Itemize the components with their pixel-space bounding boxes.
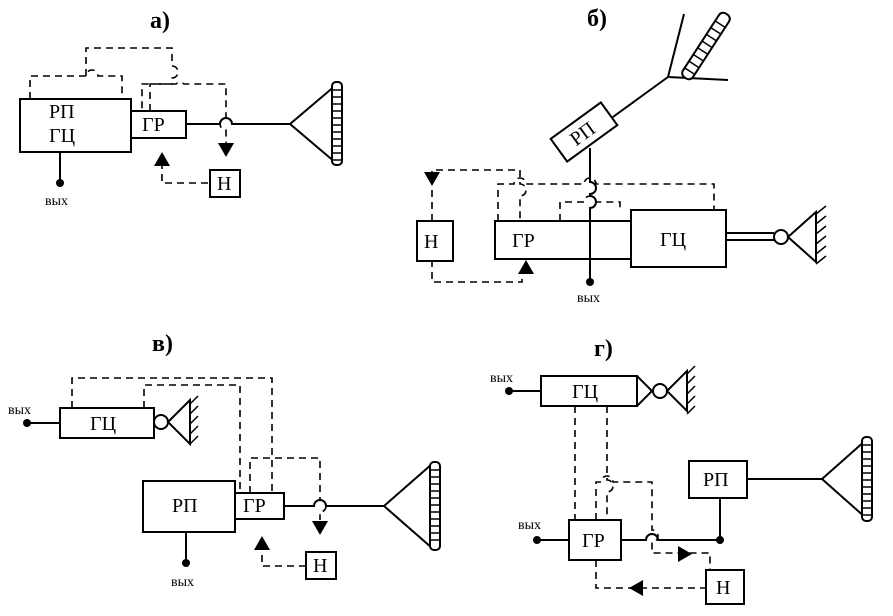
diagram-b-n-box bbox=[416, 220, 454, 262]
diagram-v-gc-box bbox=[59, 407, 155, 439]
diagram-b-rp-box: РП bbox=[549, 101, 619, 163]
diagram-v-n-box bbox=[305, 551, 337, 580]
diagram-b: б) РП вых bbox=[416, 6, 827, 306]
diagram-a: а) РП ГЦ ГР Н вы bbox=[19, 8, 343, 209]
diagram-g-rp-label: РП bbox=[703, 469, 729, 491]
diagram-v-shaft bbox=[284, 499, 384, 507]
diagram-g-wall bbox=[686, 365, 696, 415]
diagram-v-out-left-label: вых bbox=[8, 403, 31, 418]
diagram-v-wall bbox=[189, 395, 199, 445]
diagram-a-dash-4 bbox=[161, 160, 208, 184]
diagram-b-pivot bbox=[773, 229, 789, 245]
diagram-g-n-label: Н bbox=[716, 577, 730, 599]
diagram-b-rod bbox=[726, 232, 774, 241]
diagram-a-rp-gc-box bbox=[19, 98, 132, 153]
diagram-v-rp-label: РП bbox=[172, 495, 198, 517]
diagram-b-dash-3 bbox=[559, 195, 621, 221]
diagram-b-dash-1 bbox=[431, 169, 527, 221]
diagram-g-arrow-right bbox=[678, 546, 692, 562]
diagram-v-dash-4 bbox=[261, 548, 306, 567]
diagram-g-dash-4 bbox=[595, 560, 706, 589]
diagram-g-arrow-left bbox=[629, 580, 643, 596]
diagram-v-arrow-down bbox=[312, 521, 328, 535]
diagram-a-gr-label: ГР bbox=[142, 114, 165, 136]
diagram-b-dash-4 bbox=[431, 260, 523, 283]
diagram-b-n-label: Н bbox=[424, 231, 438, 253]
diagram-v-mount bbox=[166, 397, 191, 447]
diagram-b-antenna-arm bbox=[605, 76, 669, 123]
diagram-a-gr-box bbox=[130, 110, 187, 139]
diagram-b-gc-box bbox=[630, 209, 727, 268]
diagram-b-mount bbox=[786, 209, 817, 265]
diagram-a-out-dot bbox=[56, 179, 64, 187]
diagram-v-title: в) bbox=[152, 331, 173, 357]
diagram-a-n-box bbox=[209, 169, 241, 198]
diagram-g-title: г) bbox=[594, 336, 613, 362]
diagram-g-gr-box bbox=[568, 519, 622, 561]
diagram-v-out-bottom-dot bbox=[182, 559, 190, 567]
diagram-v-antenna bbox=[383, 461, 441, 551]
diagram-g-gr-label: ГР bbox=[582, 530, 605, 552]
diagram-v-arrow-up bbox=[254, 536, 270, 550]
diagram-v-n-label: Н bbox=[313, 555, 327, 577]
diagram-v-dash-2 bbox=[143, 384, 241, 493]
diagram-b-gr-box bbox=[494, 220, 632, 260]
diagram-a-arrow-down bbox=[218, 143, 234, 157]
diagram-g-out-left-label: вых bbox=[518, 518, 541, 533]
diagram-v-dash-3 bbox=[249, 457, 327, 520]
diagram-a-rp-label: РП bbox=[49, 101, 75, 123]
diagram-a-out-label: вых bbox=[45, 194, 68, 209]
diagram-g-antenna bbox=[821, 436, 873, 522]
diagram-v-out-bottom-label: вых bbox=[171, 575, 194, 590]
diagram-g-dash-2 bbox=[606, 406, 614, 520]
diagram-g-out-top-label: вых bbox=[490, 371, 513, 386]
diagram-g-dash-3 bbox=[595, 475, 711, 570]
diagram-b-gc-label: ГЦ bbox=[660, 229, 686, 251]
diagram-a-dash-2 bbox=[85, 47, 179, 111]
diagram-a-antenna bbox=[289, 81, 343, 166]
diagram-b-arrow-up bbox=[518, 260, 534, 274]
diagram-b-gr-label: ГР bbox=[512, 230, 535, 252]
diagram-v: в) вых ГЦ РП ГР Н bbox=[8, 331, 441, 590]
diagram-b-dash-2 bbox=[497, 177, 715, 221]
diagram-b-title: б) bbox=[587, 6, 607, 32]
diagram-g-gc-box bbox=[540, 375, 638, 407]
diagram-a-dash-1 bbox=[29, 69, 123, 99]
diagram-a-arrow-up bbox=[154, 152, 170, 166]
diagram-b-out-dot bbox=[586, 278, 594, 286]
diagram-g-gc-label: ГЦ bbox=[572, 381, 598, 403]
diagram-g: г) вых ГЦ ГР вых bbox=[490, 336, 873, 605]
diagram-a-n-label: Н bbox=[217, 173, 231, 195]
diagram-a-gc-label: ГЦ bbox=[49, 125, 75, 147]
diagram-b-out-label: вых bbox=[577, 291, 600, 306]
diagram-a-title: а) bbox=[150, 8, 170, 34]
diagram-a-shaft bbox=[186, 117, 290, 125]
diagram-g-gc-tip bbox=[636, 375, 654, 407]
diagram-b-shaft bbox=[589, 148, 597, 240]
diagram-g-rp-box bbox=[688, 460, 748, 499]
diagram-v-dash-1 bbox=[71, 377, 273, 493]
diagram-v-gc-label: ГЦ bbox=[90, 413, 116, 435]
diagram-g-pivot bbox=[652, 383, 668, 399]
diagram-v-gr-label: ГР bbox=[243, 495, 266, 517]
diagram-g-mount bbox=[665, 368, 688, 414]
diagram-b-antenna bbox=[667, 11, 731, 81]
diagram-b-arrow-down bbox=[424, 172, 440, 186]
diagram-g-shaft bbox=[621, 533, 720, 541]
diagram-b-wall bbox=[815, 205, 827, 265]
diagram-v-pivot bbox=[153, 414, 169, 430]
diagram-g-n-box bbox=[705, 569, 745, 605]
